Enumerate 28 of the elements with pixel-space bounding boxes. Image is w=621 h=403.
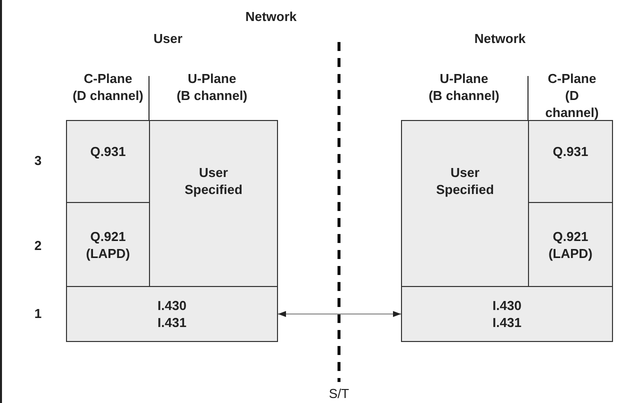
protocol-name: Q.921 (LAPD) [548, 228, 593, 262]
column-heading: C-Plane (D channel) [72, 70, 144, 104]
protocol-name: Q.931 [552, 143, 588, 160]
protocol-name: Q.931 [90, 143, 126, 160]
layer-box [66, 202, 150, 287]
column-heading: U-Plane (B channel) [176, 70, 248, 104]
protocol-name: Q.921 (LAPD) [86, 228, 130, 262]
diagram-heading: Network [245, 8, 297, 25]
layer-box [528, 120, 613, 203]
column-heading: C-Plane (D channel) [545, 70, 599, 121]
layer-box [149, 120, 278, 287]
column-heading: U-Plane (B channel) [428, 70, 500, 104]
protocol-name: I.430 I.431 [492, 297, 522, 331]
side-heading: User [154, 30, 182, 47]
layer-number: 3 [34, 152, 42, 169]
layer-number: 1 [34, 305, 42, 322]
side-heading: Network [474, 30, 526, 47]
protocol-name: I.430 I.431 [158, 297, 186, 331]
layer-box [401, 286, 613, 342]
reference-point-label: S/T [328, 385, 350, 402]
layer-box [401, 120, 529, 287]
arrow [278, 311, 402, 317]
layer-box [66, 286, 278, 342]
layer-number: 2 [34, 237, 42, 254]
protocol-name: User Specified [436, 164, 494, 198]
protocol-name: User Specified [184, 164, 242, 198]
layer-box [66, 120, 150, 203]
layer-box [528, 202, 613, 287]
